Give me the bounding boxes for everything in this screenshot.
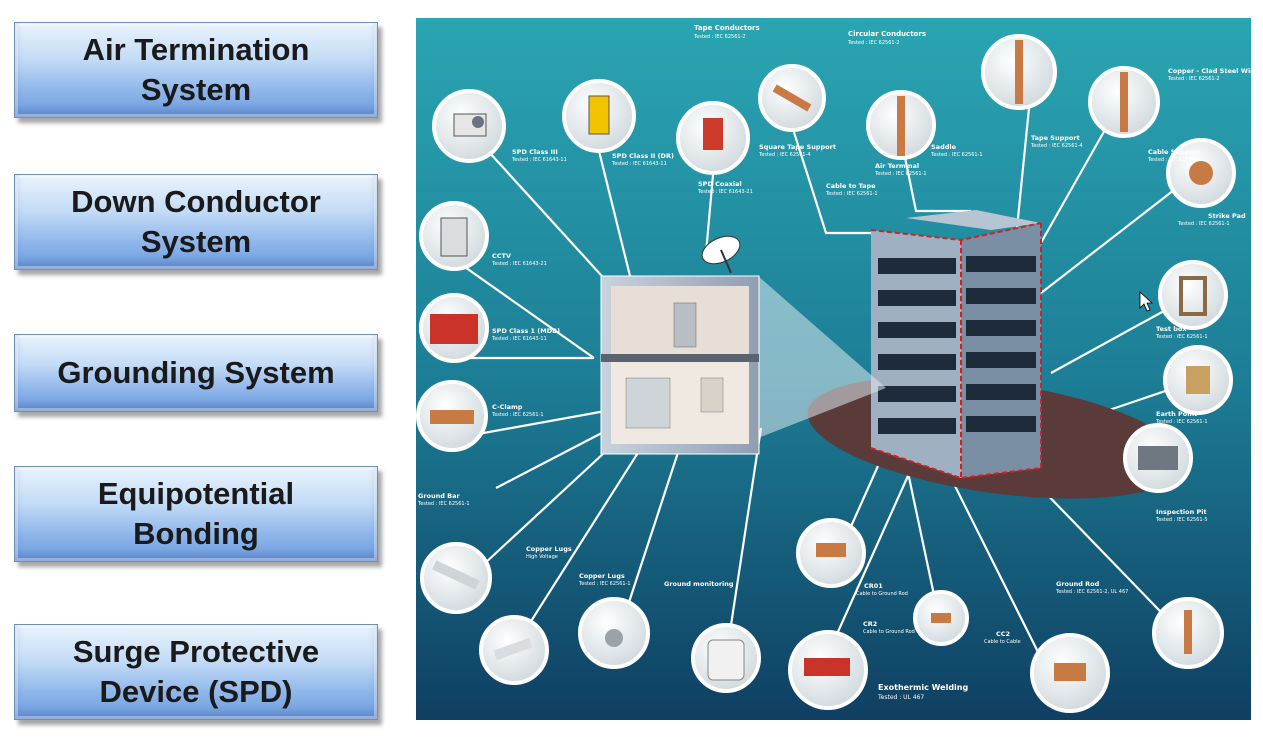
exothermic-welding-title: Exothermic Welding xyxy=(878,683,968,692)
tape-support-title: Tape Support xyxy=(1031,134,1080,142)
cable-to-tape-sub: Tested : IEC 62561-1 xyxy=(825,191,878,197)
inspection-pit-sub: Tested : IEC 62561-5 xyxy=(1155,517,1208,523)
callout-labels: Tape Conductors Tested : IEC 62561-2 Cir… xyxy=(417,24,1251,701)
cr2-sub: Cable to Ground Rod xyxy=(863,629,915,635)
grounding-system-button[interactable]: Grounding System xyxy=(14,334,378,412)
copper-lugs-title: Copper Lugs xyxy=(579,572,625,580)
cc2-title: CC2 xyxy=(996,630,1010,638)
tape-support-sub: Tested : IEC 62561-4 xyxy=(1030,143,1083,149)
air-terminal-title: Air Terminal xyxy=(875,162,919,170)
strike-pad-title: Strike Pad xyxy=(1208,212,1246,220)
down-conductor-system-label: Down Conductor System xyxy=(71,184,321,259)
satellite-dish-icon xyxy=(701,235,741,274)
saddle-sub: Tested : IEC 62561-1 xyxy=(930,152,983,158)
saddle-title: Saddle xyxy=(931,143,957,151)
spd-class-3-title: SPD Class III xyxy=(512,148,558,156)
cr01-title: CR01 xyxy=(864,582,883,590)
strike-pad-sub: Tested : IEC 62561-1 xyxy=(1177,221,1230,227)
surge-protective-device-button[interactable]: Surge Protective Device (SPD) xyxy=(14,624,378,720)
cctv-sub: Tested : IEC 61643-21 xyxy=(491,261,547,267)
test-box-title: Test box xyxy=(1156,325,1187,333)
c-clamp-sub: Tested : IEC 62561-1 xyxy=(491,412,544,418)
cc2-sub: Cable to Cable xyxy=(984,639,1021,645)
spd-class-3-sub: Tested : IEC 61643-11 xyxy=(511,157,567,163)
cutaway-beam xyxy=(758,276,886,438)
spd-class-1-sub: Tested : IEC 61643-11 xyxy=(491,336,547,342)
equipotential-bonding-label: Equipotential Bonding xyxy=(97,476,295,551)
air-termination-system-button[interactable]: Air Termination System xyxy=(14,22,378,118)
tape-conductors-title: Tape Conductors xyxy=(694,24,760,32)
down-conductor-system-button[interactable]: Down Conductor System xyxy=(14,174,378,270)
circular-conductors-sub: Tested : IEC 62561-2 xyxy=(847,40,900,46)
cr2-title: CR2 xyxy=(863,620,877,628)
spd-class-1-title: SPD Class 1 (MDB) xyxy=(492,327,560,335)
cable-support-title: Cable Support xyxy=(1148,148,1200,156)
square-tape-support-sub: Tested : IEC 62561-4 xyxy=(758,152,811,158)
copper-lugs-sub: Tested : IEC 62561-1 xyxy=(578,581,631,587)
copper-clad-steel-wire-sub: Tested : IEC 62561-2 xyxy=(1167,76,1220,82)
tape-conductors-sub: Tested : IEC 62561-2 xyxy=(693,34,746,40)
earth-point-sub: Tested : IEC 62561-1 xyxy=(1155,419,1208,425)
copper-clad-steel-wire-title: Copper - Clad Steel Wire xyxy=(1168,67,1251,75)
copper-lugs-hv-sub: High Voltage xyxy=(526,554,558,560)
ground-rod-sub: Tested : IEC 62561-2, UL 467 xyxy=(1055,589,1128,595)
exothermic-welding-sub: Tested : UL 467 xyxy=(877,694,924,701)
ground-monitoring-title: Ground monitoring xyxy=(664,580,734,588)
ground-bar-sub: Tested : IEC 62561-1 xyxy=(417,501,470,507)
air-termination-system-label: Air Termination System xyxy=(82,32,310,107)
building-cutaway-interior xyxy=(600,275,760,455)
building-illustration xyxy=(870,210,1042,480)
c-clamp-title: C-Clamp xyxy=(492,403,523,411)
equipotential-bonding-button[interactable]: Equipotential Bonding xyxy=(14,466,378,562)
copper-lugs-hv-title: Copper Lugs xyxy=(526,545,572,553)
spd-coaxial-title: SPD Coaxial xyxy=(698,180,742,188)
mouse-cursor-icon xyxy=(1139,291,1154,312)
inspection-pit-title: Inspection Pit xyxy=(1156,508,1207,516)
spd-coaxial-sub: Tested : IEC 61643-21 xyxy=(697,189,753,195)
earth-point-title: Earth Point xyxy=(1156,410,1197,418)
circular-conductors-title: Circular Conductors xyxy=(848,30,926,38)
air-terminal-sub: Tested : IEC 62561-1 xyxy=(874,171,927,177)
cctv-title: CCTV xyxy=(492,252,511,260)
square-tape-support-title: Square Tape Support xyxy=(759,143,836,151)
ground-bar-title: Ground Bar xyxy=(418,492,461,500)
cable-support-sub: Tested : IEC 62561-4 xyxy=(1147,157,1200,163)
grounding-system-label: Grounding System xyxy=(57,355,335,390)
cr01-sub: Cable to Ground Rod xyxy=(856,591,908,597)
cable-to-tape-title: Cable to Tape xyxy=(826,182,876,190)
test-box-sub: Tested : IEC 62561-1 xyxy=(1155,334,1208,340)
spd-class-2-title: SPD Class II (DR) xyxy=(612,152,674,160)
spd-class-2-sub: Tested : IEC 61643-11 xyxy=(611,161,667,167)
lightning-protection-diagram: Tape Conductors Tested : IEC 62561-2 Cir… xyxy=(416,18,1251,720)
surge-protective-device-label: Surge Protective Device (SPD) xyxy=(72,634,320,709)
ground-rod-title: Ground Rod xyxy=(1056,580,1100,588)
product-glyphs xyxy=(430,40,1213,681)
